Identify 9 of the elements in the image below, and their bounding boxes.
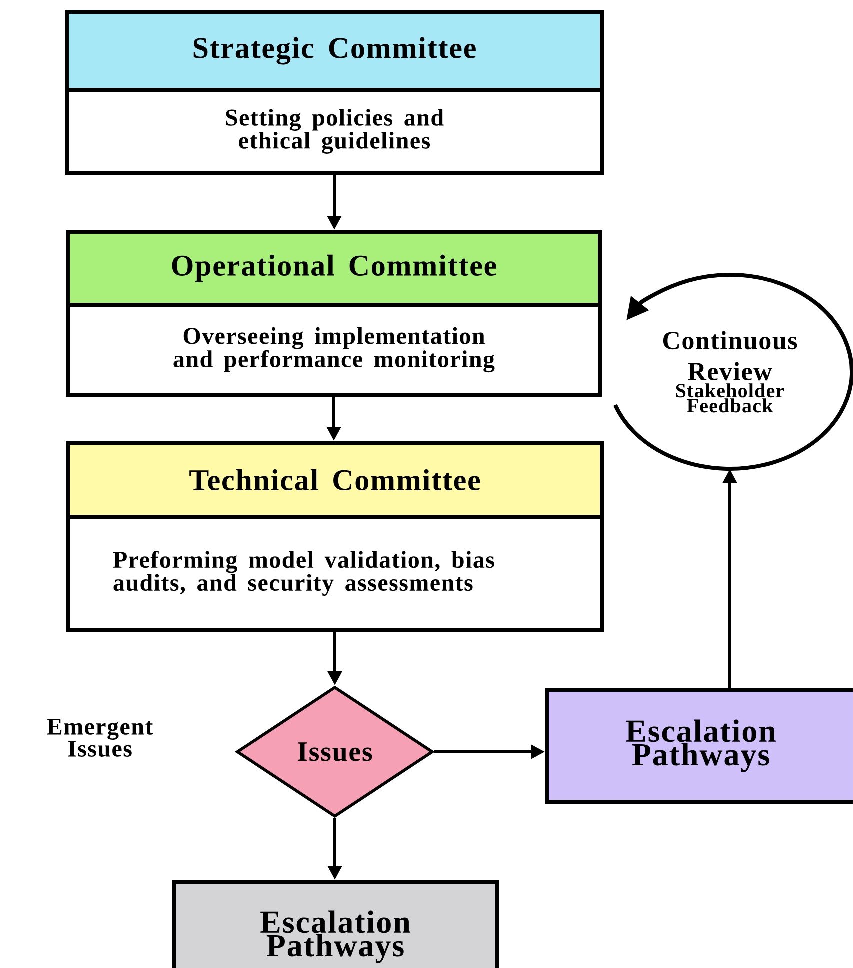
node-label: Stakeholder Feedback [676, 384, 784, 413]
committee-box: Technical Committee Preforming model validation, bias audits, and security assessments [66, 441, 604, 632]
committee-box: Operational Committee Overseeing implementation and performance monitoring [66, 230, 602, 397]
committee-box: Strategic Committee Setting policies and ethical guidelines [65, 10, 604, 175]
escalation-box: Escalation Pathways [545, 688, 853, 804]
node-label: Continuous Review [663, 331, 798, 381]
side-label: Emergent Issues [47, 718, 154, 757]
review-cycle: Continuous Review Stakeholder Feedback [614, 273, 853, 471]
escalation-box: Escalation Pathways [172, 880, 499, 968]
